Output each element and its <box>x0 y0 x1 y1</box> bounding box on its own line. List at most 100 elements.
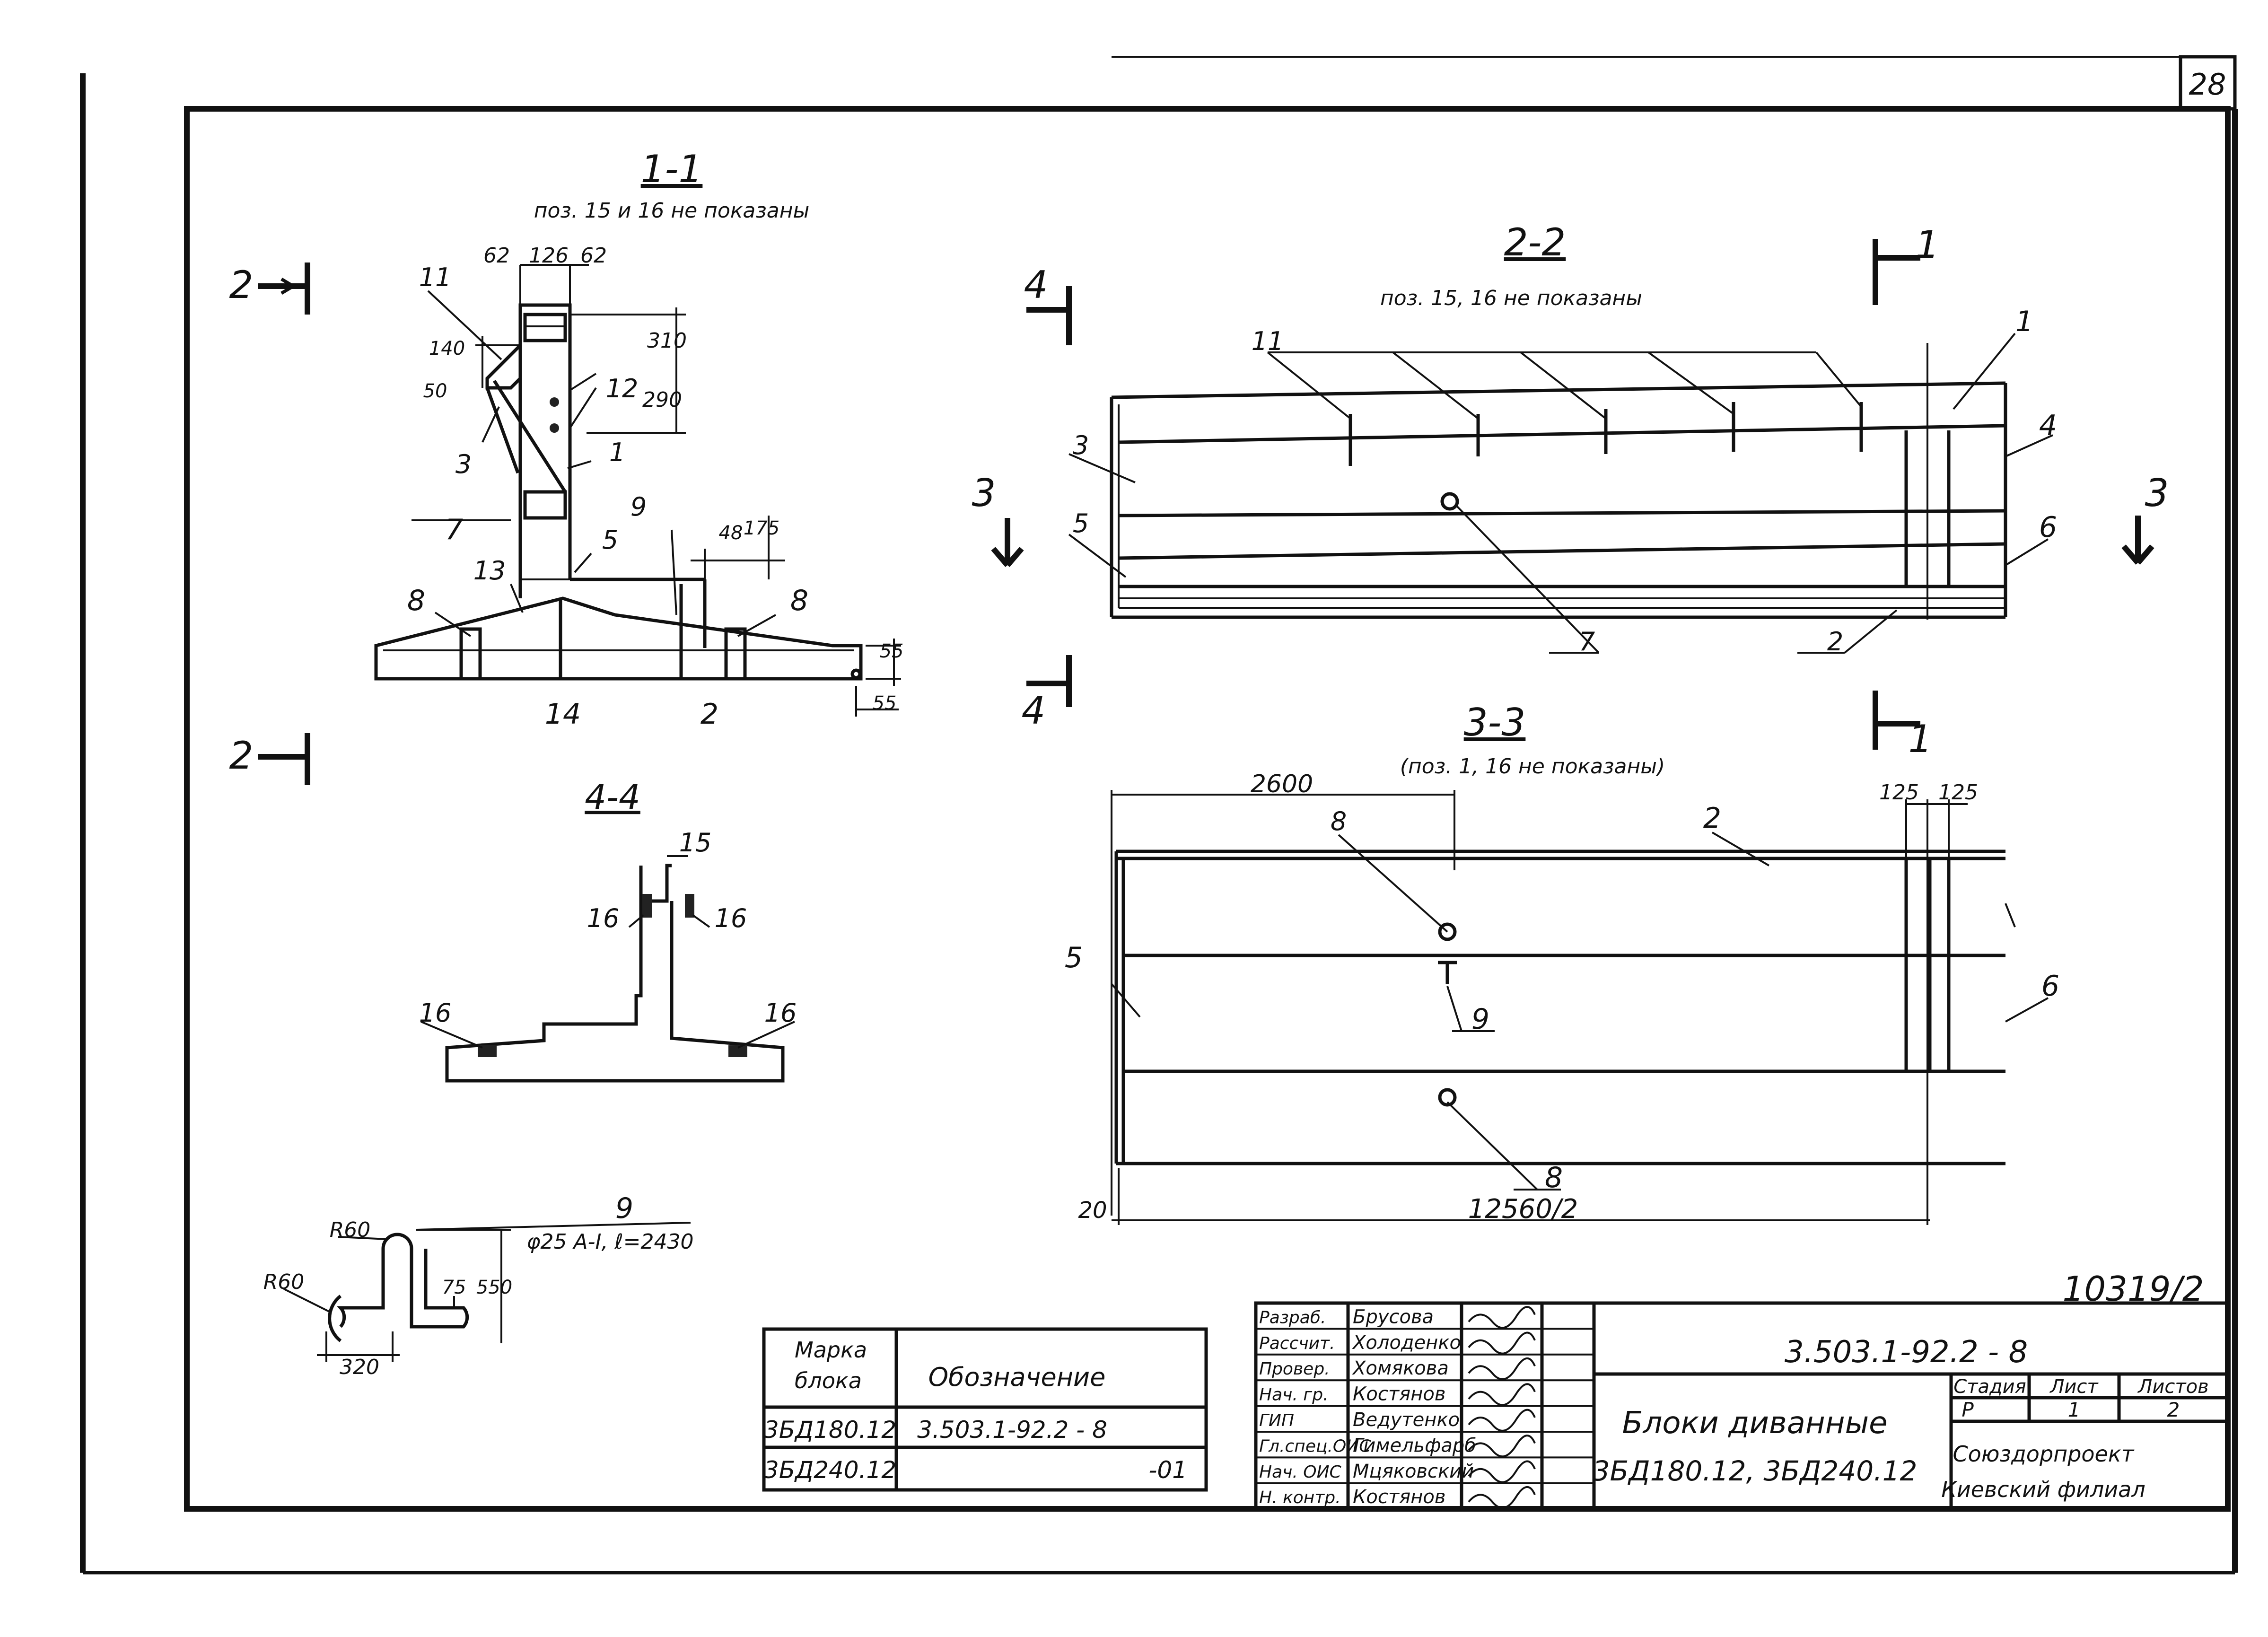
signature-name: Гимельфарб <box>1353 1435 1476 1456</box>
s11-dim-50: 50 <box>423 380 447 402</box>
section-3-3-title: 3-3 <box>1464 700 1526 744</box>
bar-9-dim-75: 75 <box>442 1277 466 1298</box>
signature-role: Провер. <box>1259 1359 1330 1379</box>
s22-label-6: 6 <box>2039 511 2057 544</box>
marks-row-2-mark: 3БД240.12 <box>764 1456 896 1484</box>
signature-name: Холоденко <box>1352 1332 1461 1354</box>
bar-9-dim-320: 320 <box>340 1355 379 1379</box>
signature-role: Н. контр. <box>1259 1488 1341 1507</box>
s33-label-8a: 8 <box>1331 806 1347 836</box>
bar-9-dim-550: 550 <box>476 1277 512 1298</box>
s22-label-2: 2 <box>1827 627 1843 657</box>
marks-header-mark-1: Марка <box>795 1337 867 1363</box>
section-1-1-drawing <box>374 264 901 717</box>
signature-name: Ведутенко <box>1353 1409 1460 1431</box>
signature-name: Брусова <box>1353 1306 1434 1328</box>
s33-dim-125b: 125 <box>1938 780 1978 805</box>
cut-mark-2-bottom <box>258 733 310 785</box>
cut-label-1-top: 1 <box>1916 223 1940 267</box>
cut-label-3-right: 3 <box>2145 471 2169 515</box>
s22-label-4: 4 <box>2039 409 2057 442</box>
section-1-1-note: поз. 15 и 16 не показаны <box>534 199 810 223</box>
s11-label-5: 5 <box>602 525 618 555</box>
s11-label-9: 9 <box>630 492 647 522</box>
s11-label-14: 14 <box>545 698 581 731</box>
handwritten-signature <box>1468 1486 1536 1509</box>
s22-label-1: 1 <box>2015 305 2033 338</box>
signature-name: Костянов <box>1353 1383 1445 1405</box>
marks-header-designation: Обозначение <box>928 1362 1106 1392</box>
signature-name: Мцяковский <box>1353 1461 1474 1482</box>
tb-org-line1: Союздорпроект <box>1953 1441 2135 1467</box>
tb-sheet: 1 <box>2068 1398 2081 1421</box>
marks-header-mark-2: блока <box>795 1368 862 1393</box>
section-2-2-title: 2-2 <box>1504 220 1566 264</box>
signature-role: Нач. ОИС <box>1259 1462 1342 1482</box>
tb-document-code: 3.503.1-92.2 - 8 <box>1785 1335 2028 1370</box>
s11-label-8b: 8 <box>790 584 808 617</box>
s33-label-8b: 8 <box>1545 1161 1563 1194</box>
s44-label-16c: 16 <box>419 998 452 1028</box>
handwritten-signature <box>1468 1357 1536 1381</box>
s33-label-2: 2 <box>1703 802 1721 835</box>
s11-dim-175: 175 <box>744 517 779 539</box>
tb-stage: Р <box>1962 1398 1974 1421</box>
s44-label-15: 15 <box>679 828 712 858</box>
s33-label-9: 9 <box>1471 1003 1489 1036</box>
tb-title-line2: 3БД180.12, 3БД240.12 <box>1593 1455 1918 1487</box>
cut-label-1-bottom: 1 <box>1909 717 1933 761</box>
marks-row-2-designation: -01 <box>1148 1456 1187 1484</box>
signature-name: Хомякова <box>1352 1357 1449 1379</box>
cut-label-2-top: 2 <box>229 263 254 307</box>
cut-label-4-top: 4 <box>1024 263 1048 307</box>
signature-name: Костянов <box>1353 1486 1445 1508</box>
s44-label-16d: 16 <box>764 998 797 1028</box>
s11-label-1: 1 <box>609 438 625 467</box>
section-4-4-title: 4-4 <box>585 777 640 817</box>
marks-row-1-mark: 3БД180.12 <box>764 1416 896 1444</box>
handwritten-signature <box>1468 1409 1536 1432</box>
handwritten-signature <box>1468 1435 1536 1458</box>
sheet-number: 28 <box>2189 67 2226 102</box>
section-3-3-note: (поз. 1, 16 не показаны) <box>1400 754 1665 779</box>
s11-dim-140: 140 <box>429 338 465 359</box>
section-4-4-drawing <box>420 855 795 1083</box>
signature-role: ГИП <box>1259 1411 1294 1430</box>
cut-label-2-bottom: 2 <box>229 734 254 778</box>
s11-label-13: 13 <box>473 556 506 586</box>
handwritten-signature <box>1468 1306 1536 1329</box>
tb-sheet-header: Лист <box>2049 1376 2099 1398</box>
s22-label-3: 3 <box>1073 430 1089 460</box>
s11-label-11: 11 <box>419 263 452 292</box>
tb-title-line1: Блоки диванные <box>1622 1406 1888 1441</box>
signature-role: Нач. гр. <box>1259 1385 1329 1405</box>
section-3-3-drawing <box>1111 790 2049 1225</box>
s33-label-5: 5 <box>1065 941 1083 974</box>
cut-label-4-bottom: 4 <box>1022 689 1046 733</box>
bar-9-r60a: R60 <box>330 1218 371 1242</box>
s33-dim-2600: 2600 <box>1251 770 1313 798</box>
s22-label-11: 11 <box>1252 326 1284 356</box>
marks-table <box>762 1327 1208 1492</box>
s11-dim-310: 310 <box>647 329 687 353</box>
cut-label-3-left: 3 <box>972 471 996 515</box>
handwritten-signature <box>1468 1331 1536 1355</box>
s11-label-2: 2 <box>701 698 718 731</box>
bar-9-label: 9 <box>615 1192 633 1225</box>
s11-dim-126: 126 <box>529 244 569 268</box>
section-2-2-note: поз. 15, 16 не показаны <box>1380 286 1642 310</box>
section-2-2-drawing <box>1068 333 2053 654</box>
bar-9-spec: φ25 A-I, ℓ=2430 <box>527 1230 694 1254</box>
cut-mark-2-top <box>258 263 310 315</box>
bar-9-detail <box>283 1222 691 1362</box>
s11-dim-48: 48 <box>719 522 743 544</box>
s11-dim-55b: 55 <box>873 692 897 714</box>
marks-row-1-designation: 3.503.1-92.2 - 8 <box>917 1416 1107 1444</box>
s33-label-6: 6 <box>2041 970 2059 1003</box>
s11-label-8a: 8 <box>407 584 425 617</box>
s11-dim-55a: 55 <box>880 640 904 662</box>
s33-dim-125a: 125 <box>1879 780 1919 805</box>
s11-dim-62b: 62 <box>580 244 607 268</box>
section-1-1-title: 1-1 <box>641 147 703 191</box>
